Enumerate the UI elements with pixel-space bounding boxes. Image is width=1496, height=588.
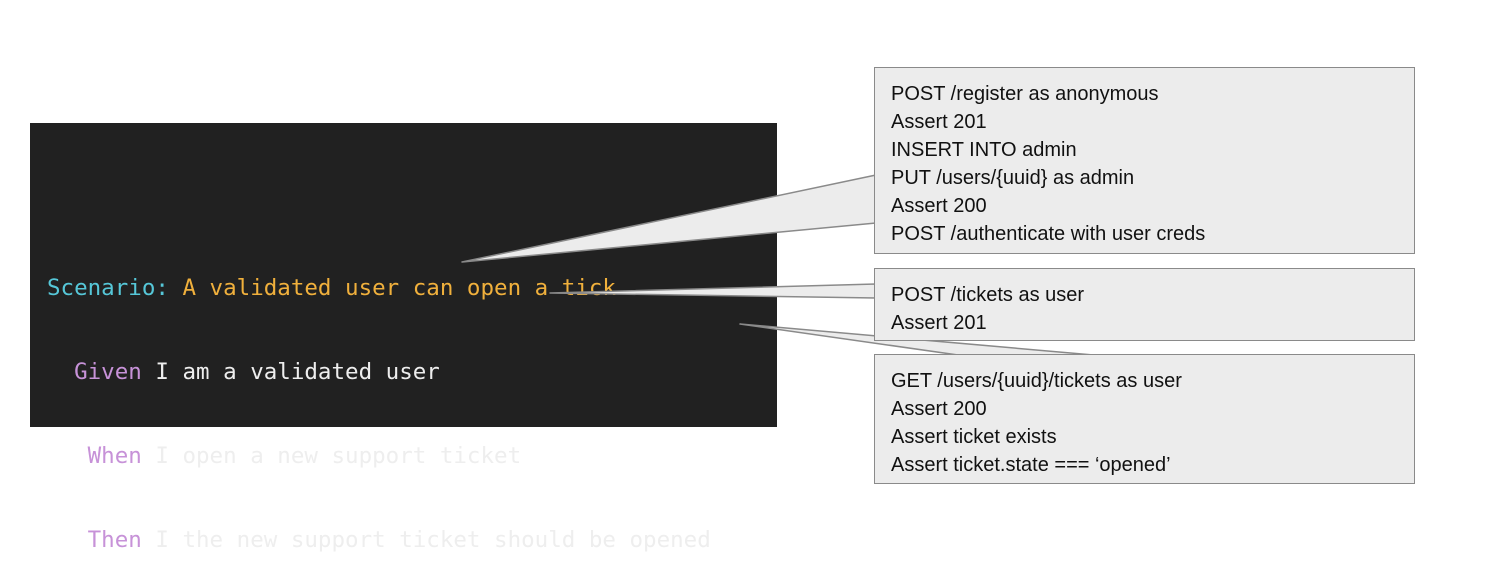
- callout-line: PUT /users/{uuid} as admin: [891, 167, 1135, 189]
- step-text: I open a new support ticket: [141, 443, 522, 469]
- callout-line: Assert ticket.state === ‘opened’: [891, 454, 1171, 476]
- callout-then-steps: GET /users/{uuid}/tickets as user Assert…: [874, 354, 1415, 484]
- step-keyword: Given: [47, 359, 142, 385]
- scenario-keyword: Scenario:: [47, 275, 169, 301]
- callout-line: Assert ticket exists: [891, 426, 1057, 448]
- code-panel: [30, 123, 777, 427]
- step-then: Then I the new support ticket should be …: [47, 526, 711, 554]
- callout-line: Assert 201: [891, 312, 987, 334]
- callout-line: Assert 201: [891, 111, 987, 133]
- callout-line: INSERT INTO admin: [891, 139, 1077, 161]
- callout-line: POST /tickets as user: [891, 284, 1085, 306]
- step-when: When I open a new support ticket: [47, 442, 711, 470]
- callout-line: POST /register as anonymous: [891, 83, 1159, 105]
- step-text: I am a validated user: [141, 359, 440, 385]
- callout-line: Assert 200: [891, 195, 987, 217]
- gherkin-scenario: Scenario: A validated user can open a ti…: [47, 218, 711, 582]
- step-given: Given I am a validated user: [47, 358, 711, 386]
- scenario-line: Scenario: A validated user can open a ti…: [47, 274, 711, 302]
- scenario-title: A validated user can open a tick: [168, 275, 616, 301]
- callout-given-steps: POST /register as anonymous Assert 201 I…: [874, 67, 1415, 254]
- step-keyword: When: [47, 443, 142, 469]
- callout-line: POST /authenticate with user creds: [891, 223, 1206, 245]
- callout-line: Assert 200: [891, 398, 987, 420]
- callout-when-steps: POST /tickets as user Assert 201: [874, 268, 1415, 341]
- step-keyword: Then: [47, 527, 142, 553]
- callout-line: GET /users/{uuid}/tickets as user: [891, 370, 1182, 392]
- step-text: I the new support ticket should be opene…: [141, 527, 711, 553]
